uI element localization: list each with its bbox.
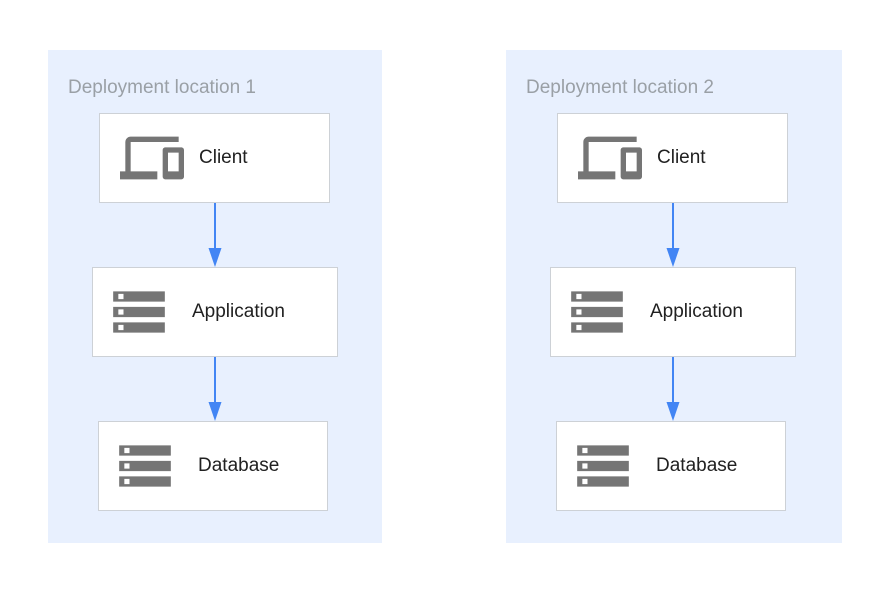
- node-label: Client: [199, 147, 248, 168]
- devices-icon: [120, 126, 199, 190]
- deployment-location-1-panel: Deployment location 1 Client Application…: [48, 50, 382, 543]
- arrow-application-to-database: [665, 357, 681, 421]
- panel-title: Deployment location 1: [68, 77, 256, 98]
- arrow-client-to-application: [665, 203, 681, 267]
- arrow-application-to-database: [207, 357, 223, 421]
- storage-icon: [119, 435, 198, 497]
- node-application: Application: [92, 267, 338, 357]
- node-label: Application: [192, 301, 285, 322]
- node-database: Database: [98, 421, 328, 511]
- deployment-location-2-panel: Deployment location 2 Client Application…: [506, 50, 842, 543]
- node-label: Client: [657, 147, 706, 168]
- arrow-client-to-application: [207, 203, 223, 267]
- storage-icon: [577, 435, 656, 497]
- node-label: Database: [656, 455, 738, 476]
- node-label: Application: [650, 301, 743, 322]
- node-label: Database: [198, 455, 280, 476]
- storage-icon: [571, 281, 650, 343]
- panel-title: Deployment location 2: [526, 77, 714, 98]
- node-client: Client: [99, 113, 330, 203]
- storage-icon: [113, 281, 192, 343]
- node-client: Client: [557, 113, 788, 203]
- node-application: Application: [550, 267, 796, 357]
- devices-icon: [578, 126, 657, 190]
- node-database: Database: [556, 421, 786, 511]
